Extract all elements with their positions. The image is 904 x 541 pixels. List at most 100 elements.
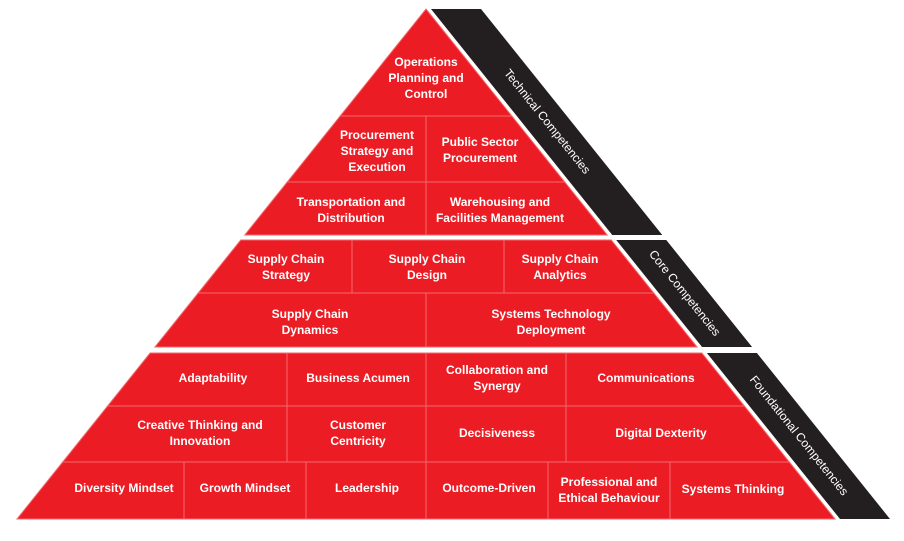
label-line: Ethical Behaviour xyxy=(558,491,660,505)
cell-label: Diversity Mindset xyxy=(74,481,173,495)
cell-diversity-mindset[interactable]: Diversity Mindset xyxy=(15,461,185,520)
label-line: Operations xyxy=(394,55,458,69)
label-line: Planning and xyxy=(388,71,463,85)
cell-shape xyxy=(425,292,699,348)
label-line: Outcome-Driven xyxy=(442,481,535,495)
cell-business-acumen[interactable]: Business Acumen xyxy=(286,352,427,407)
cell-label: Growth Mindset xyxy=(200,481,291,495)
stripe-shape xyxy=(431,9,663,235)
cell-label: Business Acumen xyxy=(306,371,410,385)
label-line: Strategy xyxy=(262,268,310,282)
label-line: Diversity Mindset xyxy=(74,481,173,495)
label-line: Digital Dexterity xyxy=(615,426,707,440)
label-line: Distribution xyxy=(317,211,384,225)
label-line: Synergy xyxy=(473,379,521,393)
label-line: Creative Thinking and xyxy=(137,418,262,432)
cell-outcome-driven[interactable]: Outcome-Driven xyxy=(425,461,549,520)
label-line: Supply Chain xyxy=(389,252,466,266)
label-line: Professional and xyxy=(561,475,658,489)
label-line: Procurement xyxy=(443,151,517,165)
label-line: Systems Thinking xyxy=(682,482,785,496)
label-line: Dynamics xyxy=(282,323,339,337)
label-line: Execution xyxy=(348,160,405,174)
cell-shape xyxy=(425,181,609,236)
cell-decisiveness[interactable]: Decisiveness xyxy=(425,405,567,463)
label-line: Supply Chain xyxy=(522,252,599,266)
tier-foundational-competencies: Adaptability Business Acumen Collaboration… xyxy=(15,352,837,520)
cell-shape xyxy=(669,461,837,520)
label-line: Adaptability xyxy=(179,371,248,385)
label-line: Warehousing and xyxy=(450,195,550,209)
label-line: Decisiveness xyxy=(459,426,535,440)
label-line: Systems Technology xyxy=(491,307,610,321)
cell-label: Leadership xyxy=(335,481,399,495)
cell-label: Decisiveness xyxy=(459,426,535,440)
label-line: Control xyxy=(405,87,448,101)
label-line: Business Acumen xyxy=(306,371,410,385)
label-line: Customer xyxy=(330,418,386,432)
cell-communications[interactable]: Communications xyxy=(565,352,746,407)
cell-growth-mindset[interactable]: Growth Mindset xyxy=(183,461,307,520)
label-line: Supply Chain xyxy=(248,252,325,266)
label-line: Transportation and xyxy=(297,195,406,209)
label-line: Analytics xyxy=(533,268,587,282)
label-line: Deployment xyxy=(517,323,586,337)
cell-leadership[interactable]: Leadership xyxy=(305,461,427,520)
label-line: Collaboration and xyxy=(446,363,548,377)
cell-label: Communications xyxy=(597,371,695,385)
label-line: Growth Mindset xyxy=(200,481,291,495)
label-line: Centricity xyxy=(330,434,386,448)
stripe-shape xyxy=(616,240,753,347)
label-line: Design xyxy=(407,268,447,282)
cell-label: Digital Dexterity xyxy=(615,426,707,440)
label-line: Procurement xyxy=(340,128,414,142)
label-line: Facilities Management xyxy=(436,211,564,225)
cell-systems-thinking[interactable]: Systems Thinking xyxy=(669,461,837,520)
stripe-shape xyxy=(706,353,891,519)
cell-label: Outcome-Driven xyxy=(442,481,535,495)
cell-adaptability[interactable]: Adaptability xyxy=(106,352,288,407)
cell-shape xyxy=(351,239,505,294)
label-line: Strategy and xyxy=(341,144,414,158)
cell-shape xyxy=(197,239,353,294)
cell-digital-dexterity[interactable]: Digital Dexterity xyxy=(565,405,791,463)
label-line: Leadership xyxy=(335,481,399,495)
label-line: Public Sector xyxy=(442,135,519,149)
label-line: Communications xyxy=(597,371,695,385)
label-line: Innovation xyxy=(170,434,231,448)
cell-label: Adaptability xyxy=(179,371,248,385)
label-line: Supply Chain xyxy=(272,307,349,321)
cell-label: Systems Thinking xyxy=(682,482,785,496)
